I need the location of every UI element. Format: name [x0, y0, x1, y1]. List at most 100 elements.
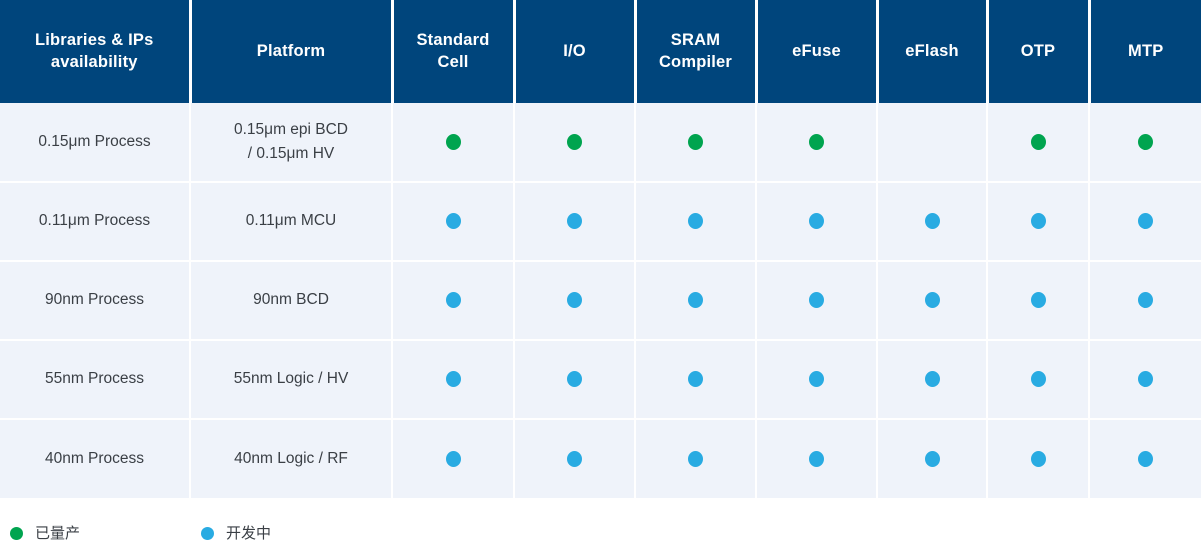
cell-status-efuse	[756, 340, 878, 420]
legend-item-developing: 开发中	[201, 526, 271, 541]
status-dot-developing	[445, 292, 461, 309]
cell-platform: 0.15μm epi BCD / 0.15μm HV	[190, 103, 393, 183]
cell-status-eflash	[877, 261, 988, 341]
cell-platform: 0.11μm MCU	[190, 182, 393, 262]
cell-status-io	[514, 103, 636, 183]
status-dot-developing	[1138, 292, 1153, 309]
platform-label-line: 0.11μm MCU	[245, 212, 337, 230]
status-dot-developing	[924, 450, 940, 467]
cell-status-io	[514, 419, 636, 498]
cell-status-mtp	[1089, 182, 1201, 262]
platform-label-line: / 0.15μm HV	[247, 145, 335, 162]
column-header-std_cell: Standard Cell	[392, 0, 516, 103]
status-dot-developing	[809, 213, 824, 230]
cell-status-sram	[635, 419, 757, 498]
table-row: 55nm Process 55nm Logic / HV	[0, 340, 1201, 420]
cell-status-eflash	[877, 103, 988, 183]
cell-status-efuse	[756, 261, 878, 341]
cell-status-otp	[987, 419, 1090, 498]
status-dot-developing	[567, 371, 582, 388]
status-dot-developing	[1138, 213, 1153, 230]
cell-status-io	[514, 182, 636, 262]
status-dot-developing	[445, 371, 461, 388]
table-row: 0.11μm Process 0.11μm MCU	[0, 182, 1201, 262]
cell-status-efuse	[756, 103, 878, 183]
status-dot-developing	[567, 213, 582, 230]
legend-dot-developing-icon	[201, 527, 215, 540]
column-header-mtp: MTP	[1089, 0, 1201, 103]
status-dot-developing	[1030, 371, 1046, 388]
cell-status-sram	[635, 340, 757, 420]
cell-status-otp	[987, 182, 1090, 262]
cell-status-std_cell	[392, 182, 515, 262]
legend: 已量产 开发中	[0, 526, 1201, 541]
cell-status-mtp	[1089, 419, 1201, 498]
status-dot-developing	[1138, 450, 1153, 467]
status-dot-developing	[924, 371, 940, 388]
table-row: 0.15μm Process 0.15μm epi BCD / 0.15μm HV	[0, 103, 1201, 183]
status-dot-developing	[1030, 292, 1046, 309]
cell-status-sram	[635, 261, 757, 341]
platform-label-line: 0.15μm epi BCD	[233, 120, 349, 138]
cell-status-eflash	[877, 182, 988, 262]
status-dot-developing	[1030, 450, 1046, 467]
cell-platform: 40nm Logic / RF	[190, 419, 393, 498]
cell-status-std_cell	[392, 340, 515, 420]
cell-process: 55nm Process	[0, 340, 191, 420]
status-dot-developing	[688, 213, 703, 230]
legend-label: 开发中	[226, 524, 272, 542]
status-dot-developing	[445, 213, 461, 230]
table-row: 40nm Process 40nm Logic / RF	[0, 419, 1201, 498]
status-dot-produced	[445, 133, 461, 150]
status-dot-developing	[567, 292, 582, 309]
status-dot-developing	[809, 450, 824, 467]
cell-status-mtp	[1089, 261, 1201, 341]
cell-status-sram	[635, 103, 757, 183]
status-dot-developing	[1030, 213, 1046, 230]
status-dot-produced	[688, 133, 703, 150]
column-header-efuse: eFuse	[756, 0, 879, 103]
process-label: 0.15μm Process	[38, 132, 151, 150]
status-dot-developing	[688, 292, 703, 309]
table-row: 90nm Process 90nm BCD	[0, 261, 1201, 341]
cell-process: 90nm Process	[0, 261, 191, 341]
cell-status-eflash	[877, 419, 988, 498]
cell-status-sram	[635, 182, 757, 262]
cell-status-efuse	[756, 182, 878, 262]
status-dot-produced	[809, 133, 824, 150]
platform-label-line: 90nm BCD	[253, 291, 329, 309]
process-label: 90nm Process	[44, 291, 145, 309]
column-header-platform: Platform	[190, 0, 394, 103]
platform-label-line: 55nm Logic / HV	[233, 370, 349, 388]
status-dot-developing	[445, 450, 461, 467]
status-dot-developing	[688, 450, 703, 467]
column-header-otp: OTP	[987, 0, 1091, 103]
cell-status-mtp	[1089, 340, 1201, 420]
column-header-process: Libraries & IPs availability	[0, 0, 192, 103]
cell-status-io	[514, 340, 636, 420]
column-header-io: I/O	[514, 0, 637, 103]
cell-status-otp	[987, 103, 1090, 183]
cell-platform: 90nm BCD	[190, 261, 393, 341]
status-dot-produced	[567, 133, 582, 150]
process-label: 55nm Process	[44, 370, 145, 388]
cell-process: 0.11μm Process	[0, 182, 191, 262]
legend-dot-produced-icon	[10, 527, 23, 540]
process-label: 40nm Process	[44, 449, 145, 467]
cell-status-mtp	[1089, 103, 1201, 183]
cell-platform: 55nm Logic / HV	[190, 340, 393, 420]
cell-status-std_cell	[392, 419, 515, 498]
legend-item-produced: 已量产	[10, 526, 80, 541]
cell-status-otp	[987, 261, 1090, 341]
status-dot-produced	[1138, 133, 1153, 150]
column-header-eflash: eFlash	[877, 0, 989, 103]
status-dot-developing	[924, 213, 940, 230]
status-dot-developing	[1138, 371, 1153, 388]
legend-label: 已量产	[35, 524, 81, 542]
platform-label-line: 40nm Logic / RF	[234, 449, 348, 467]
cell-status-std_cell	[392, 261, 515, 341]
status-dot-developing	[924, 292, 940, 309]
status-dot-developing	[809, 371, 824, 388]
